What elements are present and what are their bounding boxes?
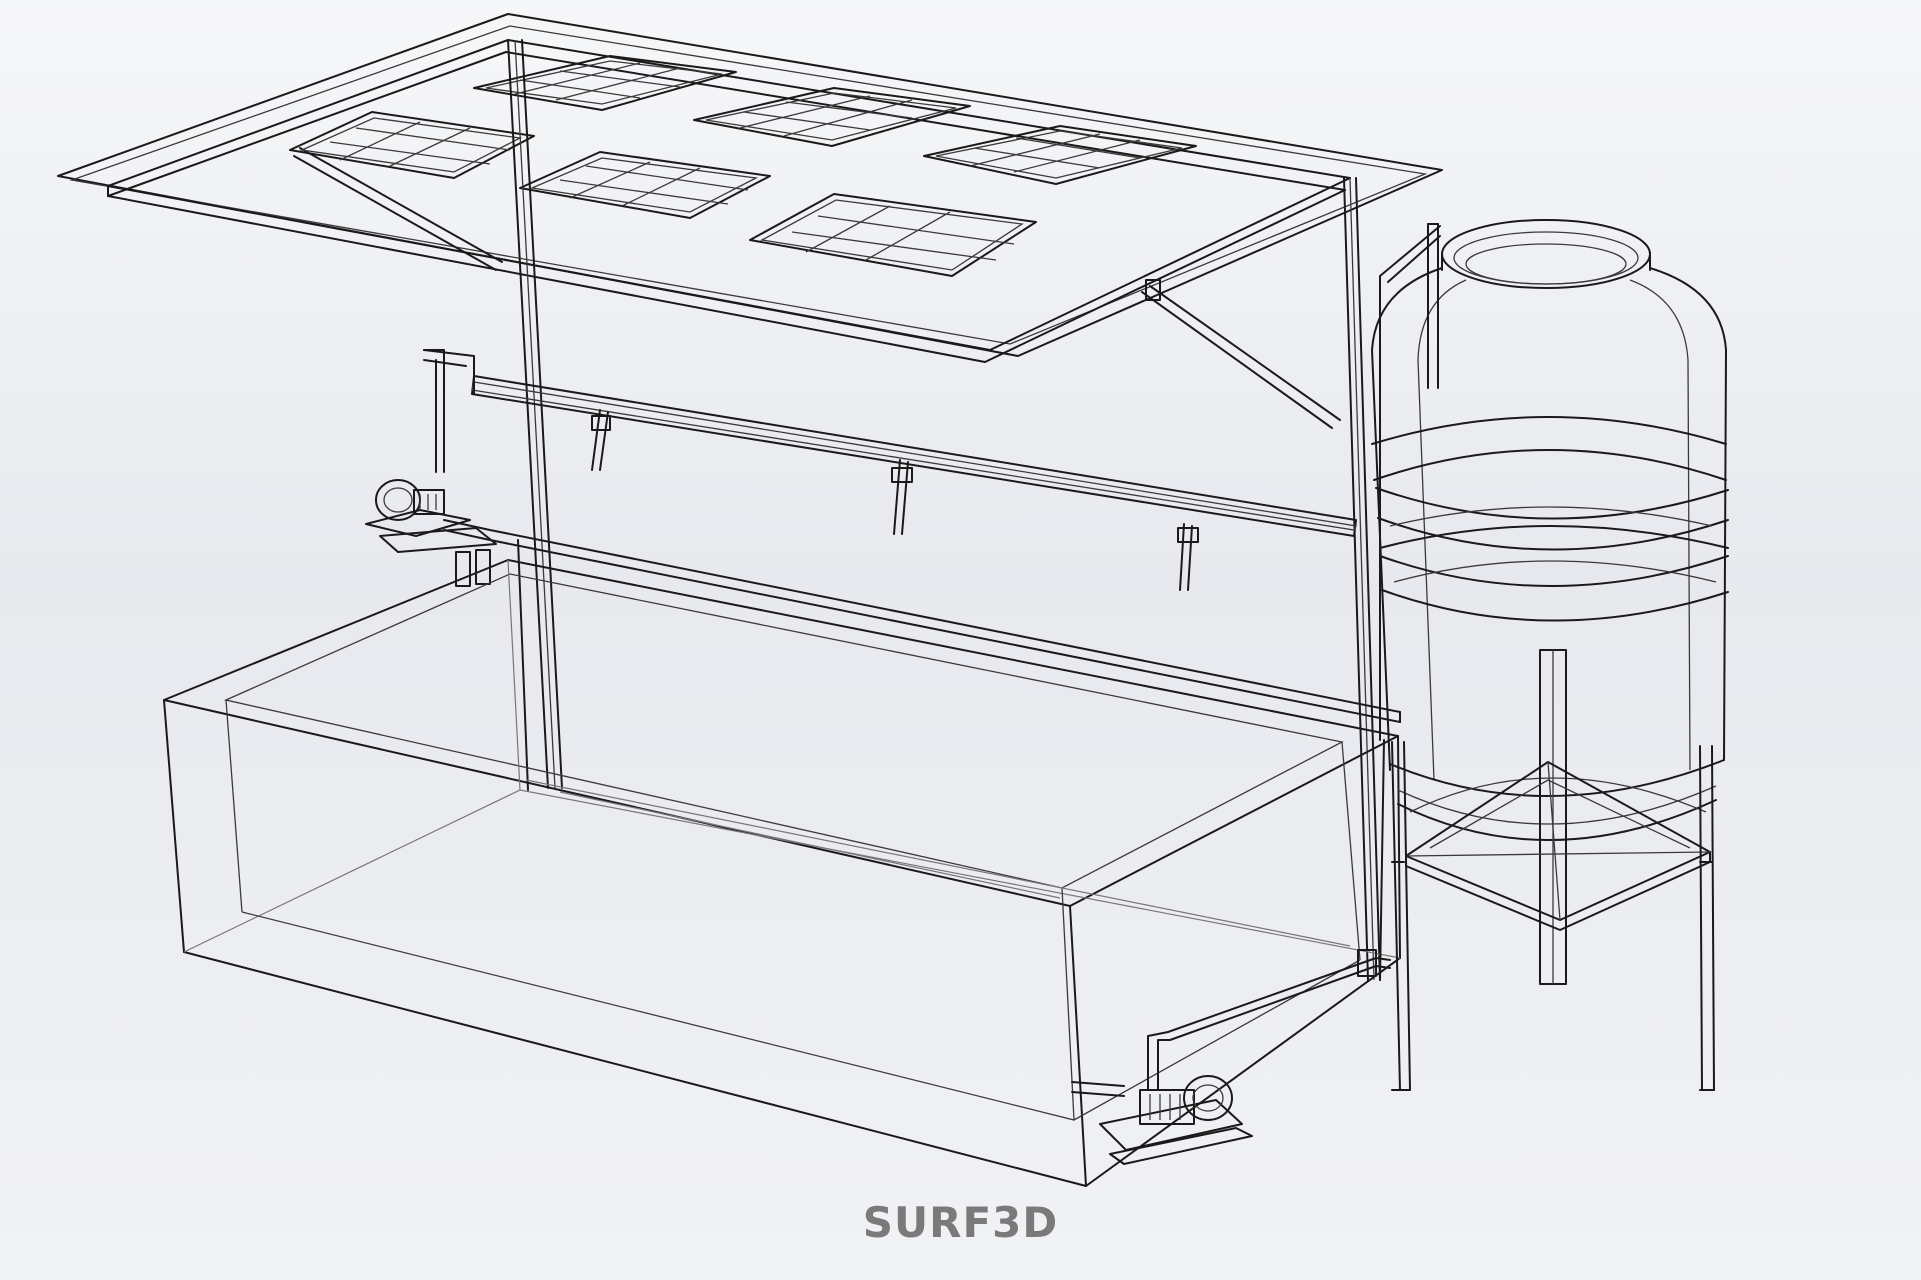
roof-frame: [57, 13, 1443, 429]
support-column: [507, 39, 1381, 981]
solar-panel: [693, 87, 971, 147]
solar-panel: [473, 55, 737, 111]
watermark-logo: SURF3D: [862, 1198, 1059, 1247]
solar-panel: [749, 193, 1037, 277]
lower-pump: [1071, 739, 1391, 1165]
water-basin: [163, 559, 1401, 1187]
spray-nozzle: [891, 459, 913, 535]
spray-nozzle: [1177, 523, 1199, 591]
solar-panel: [289, 111, 535, 179]
upper-pump: [365, 479, 1401, 723]
spray-nozzle: [591, 409, 611, 471]
solar-panel: [923, 125, 1197, 185]
tank-stand: [1391, 649, 1715, 1091]
spray-manifold: [423, 349, 1357, 537]
solar-panel: [519, 151, 771, 219]
storage-tank: [1371, 219, 1729, 841]
